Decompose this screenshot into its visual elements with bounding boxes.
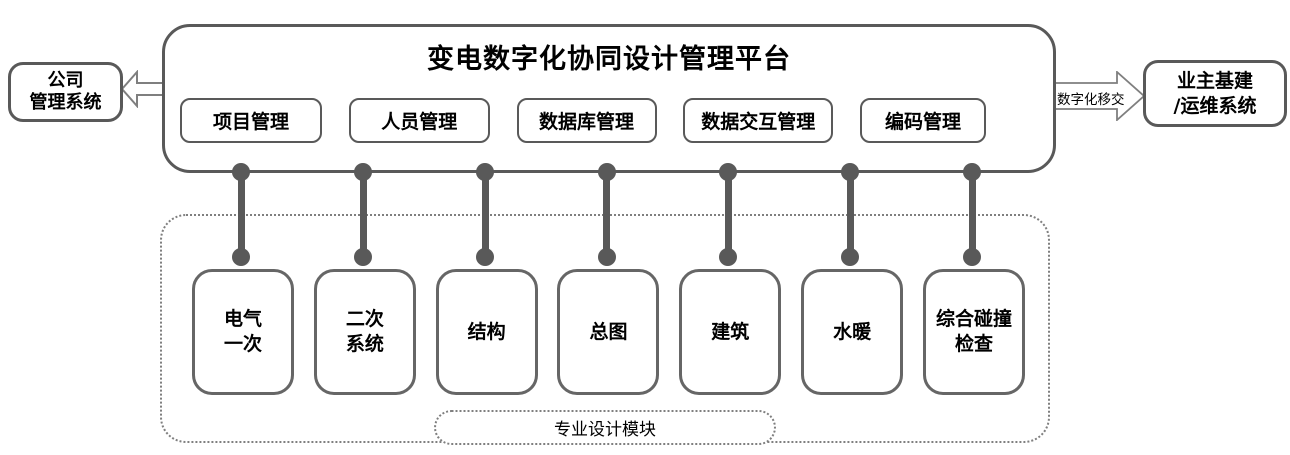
connector-dot-top xyxy=(841,163,859,181)
connector-5 xyxy=(719,163,737,267)
connector-4 xyxy=(597,163,616,267)
connector-line xyxy=(481,172,489,258)
connector-dot-top xyxy=(597,163,616,181)
connector-dot-bottom xyxy=(841,248,859,266)
function-box-project-management: 项目管理 xyxy=(180,98,322,143)
design-module-general-layout: 总图 xyxy=(557,269,660,395)
connector-line xyxy=(359,172,367,258)
connector-line xyxy=(237,172,245,258)
design-module-electrical-primary: 电气 一次 xyxy=(192,269,294,395)
connector-3 xyxy=(476,163,494,267)
connector-dot-top xyxy=(719,163,737,181)
design-module-clash-check: 综合碰撞 检查 xyxy=(922,269,1025,395)
connector-line xyxy=(724,172,732,258)
connector-dot-bottom xyxy=(719,248,737,266)
owner-system-box: 业主基建 /运维系统 xyxy=(1143,60,1287,127)
connector-2 xyxy=(354,163,372,267)
platform-box: 变电数字化协同设计管理平台 项目管理 人员管理 数据库管理 数据交互管理 编码管… xyxy=(162,24,1056,173)
left-arrow-icon xyxy=(121,70,164,108)
connector-dot-bottom xyxy=(597,248,616,266)
platform-function-row: 项目管理 人员管理 数据库管理 数据交互管理 编码管理 xyxy=(180,98,986,143)
connector-line xyxy=(846,172,854,258)
design-modules-container: 电气 一次 二次 系统 结构 总图 建筑 水暖 综合碰撞 检查 专业设计模块 xyxy=(160,214,1050,445)
connector-dot-top xyxy=(476,163,494,181)
function-box-data-exchange-management: 数据交互管理 xyxy=(683,98,834,143)
design-modules-row: 电气 一次 二次 系统 结构 总图 建筑 水暖 综合碰撞 检查 xyxy=(192,269,1025,395)
design-module-secondary-system: 二次 系统 xyxy=(313,269,416,395)
connector-line xyxy=(603,172,610,258)
connector-line xyxy=(968,172,976,258)
design-module-structure: 结构 xyxy=(435,269,538,395)
function-box-personnel-management: 人员管理 xyxy=(348,98,490,143)
function-box-database-management: 数据库管理 xyxy=(516,98,657,143)
connector-dot-top xyxy=(354,163,372,181)
connector-dot-bottom xyxy=(354,248,372,266)
right-arrow-icon xyxy=(1054,71,1146,121)
connector-dot-top xyxy=(963,163,981,181)
connector-6 xyxy=(841,163,859,267)
design-module-hvac-plumbing: 水暖 xyxy=(801,269,904,395)
platform-title: 变电数字化协同设计管理平台 xyxy=(427,44,791,75)
connector-dot-bottom xyxy=(476,248,494,266)
function-box-coding-management: 编码管理 xyxy=(860,98,986,143)
connector-dot-bottom xyxy=(963,248,981,266)
transfer-arrow-label: 数字化移交 xyxy=(1057,92,1125,108)
design-modules-caption: 专业设计模块 xyxy=(434,410,776,445)
connector-1 xyxy=(232,163,250,267)
connector-dot-bottom xyxy=(232,248,250,266)
company-system-box: 公司 管理系统 xyxy=(8,62,123,122)
connector-7 xyxy=(963,163,981,267)
design-module-architecture: 建筑 xyxy=(679,269,782,395)
connector-dot-top xyxy=(232,163,250,181)
